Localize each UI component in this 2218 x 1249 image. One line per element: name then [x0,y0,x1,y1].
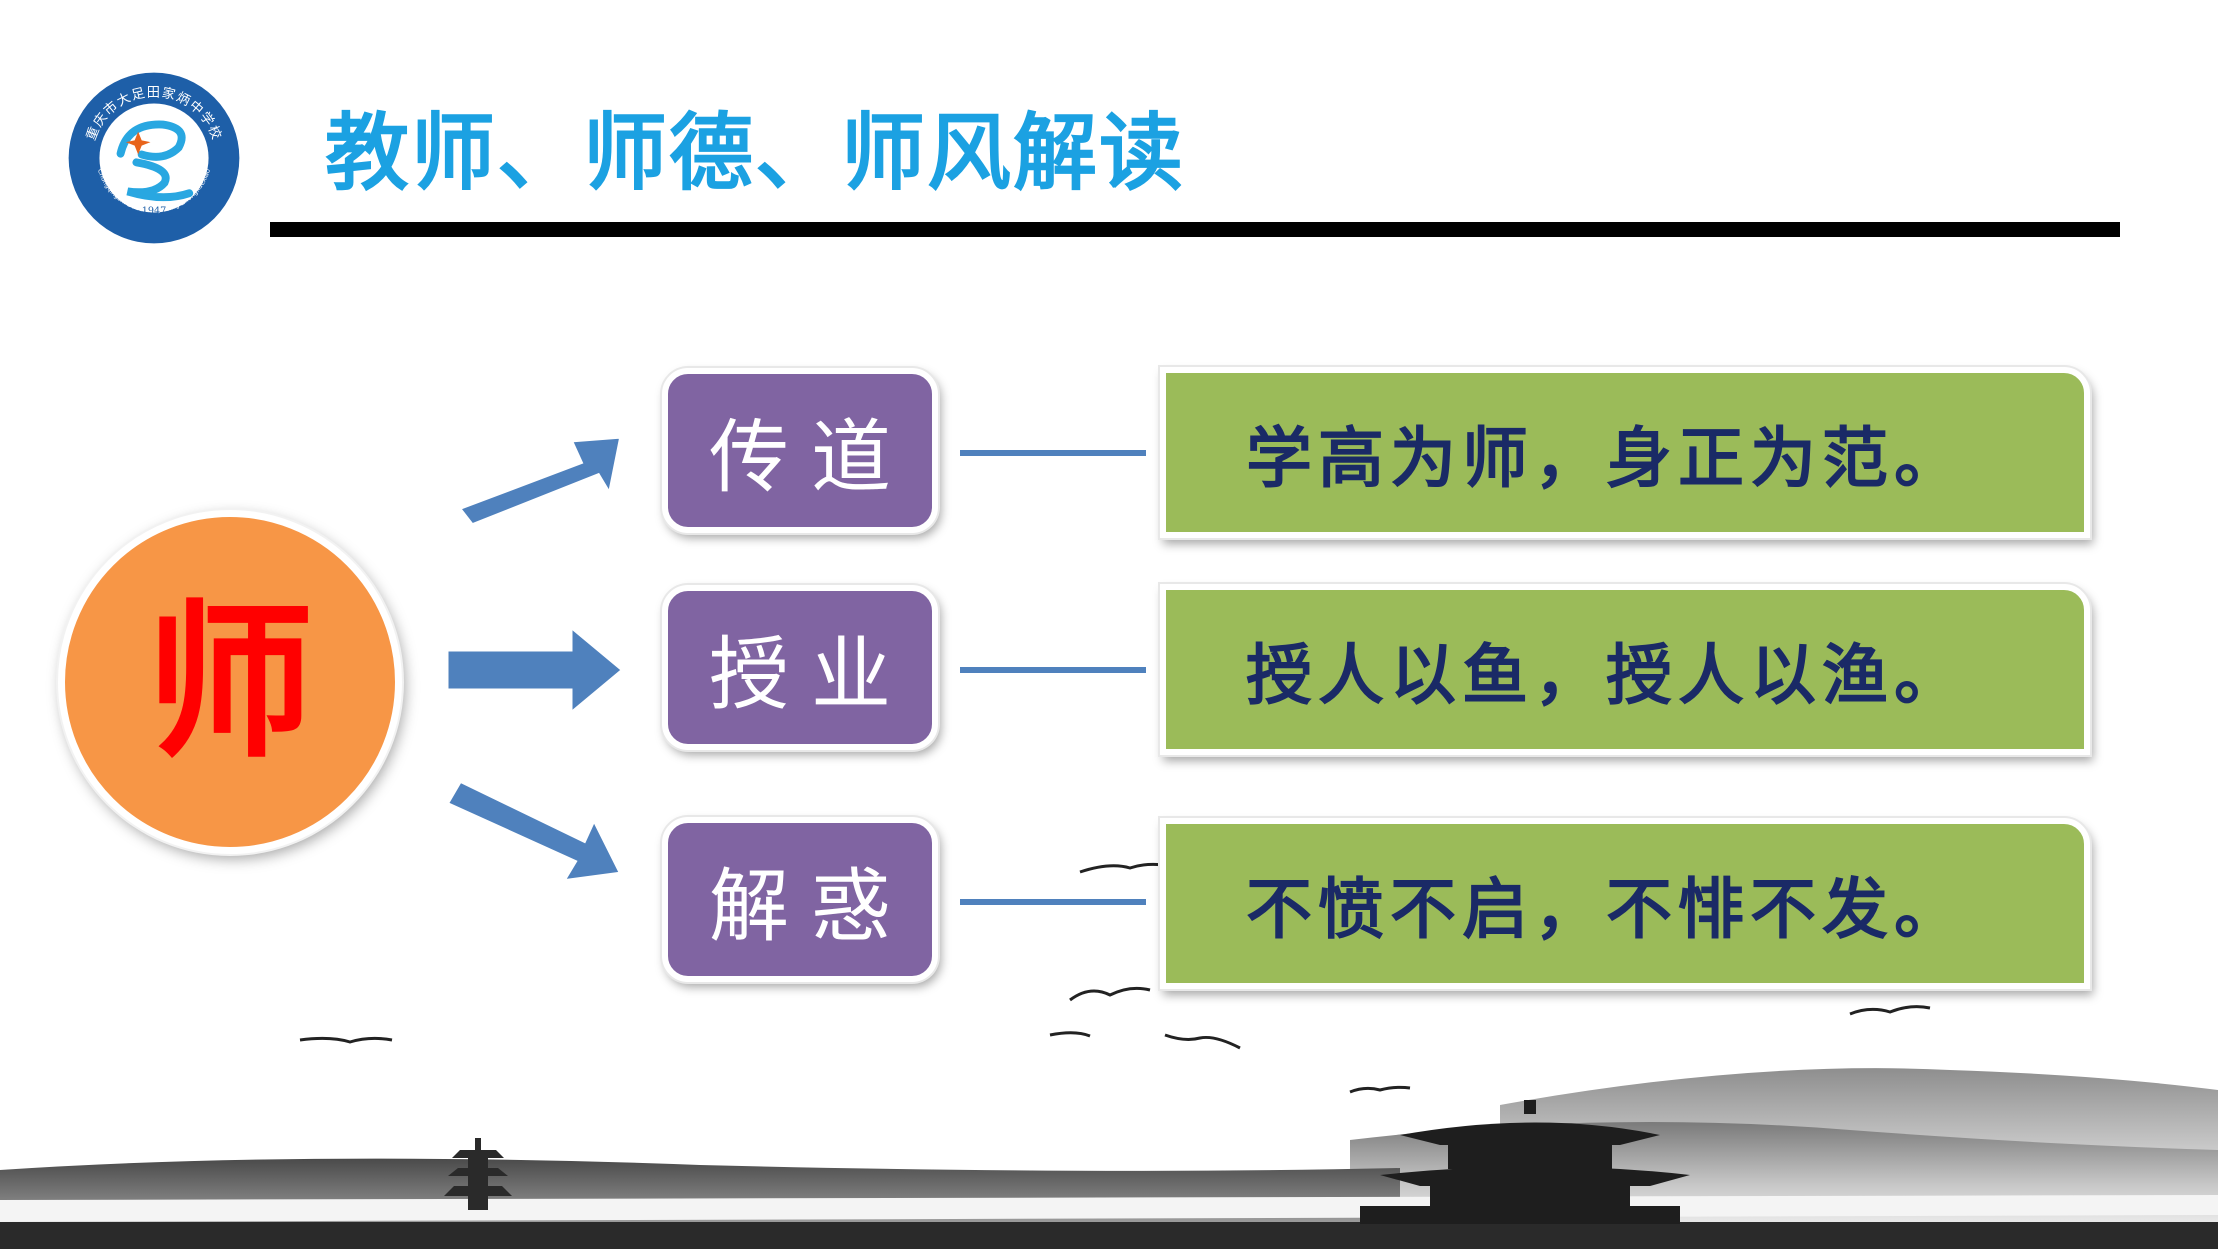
small-pagoda-icon [444,1138,512,1210]
role-box-shouye: 授业 [662,585,938,750]
teacher-circle: 师 [58,510,402,854]
quote-box: 授人以鱼，授人以渔。 [1160,584,2090,755]
quote-box: 不愤不启，不悱不发。 [1160,818,2090,989]
arrow-right-icon [443,619,628,721]
quote-box: 学高为师，身正为范。 [1160,367,2090,538]
title-underline [270,222,2120,237]
school-logo: 重庆市大足田家炳中学校 Chongqingshi Dazu Tianjiabin… [68,72,240,244]
teacher-label: 师 [146,583,314,781]
star-icon [125,131,151,155]
logo-year: 1947 [142,205,167,216]
role-box-chuandao: 传道 [662,368,938,533]
role-box-jiehuo: 解惑 [662,817,938,982]
arrow-up-right-icon [453,433,626,530]
connector-line [960,667,1146,673]
birds-icon [299,862,1931,1094]
page-title: 教师、师德、师风解读 [325,104,1186,202]
pavilion-icon [1360,1100,1690,1224]
arrow-down-right-icon [442,776,626,886]
connector-line [960,450,1146,456]
connector-line [960,899,1146,905]
